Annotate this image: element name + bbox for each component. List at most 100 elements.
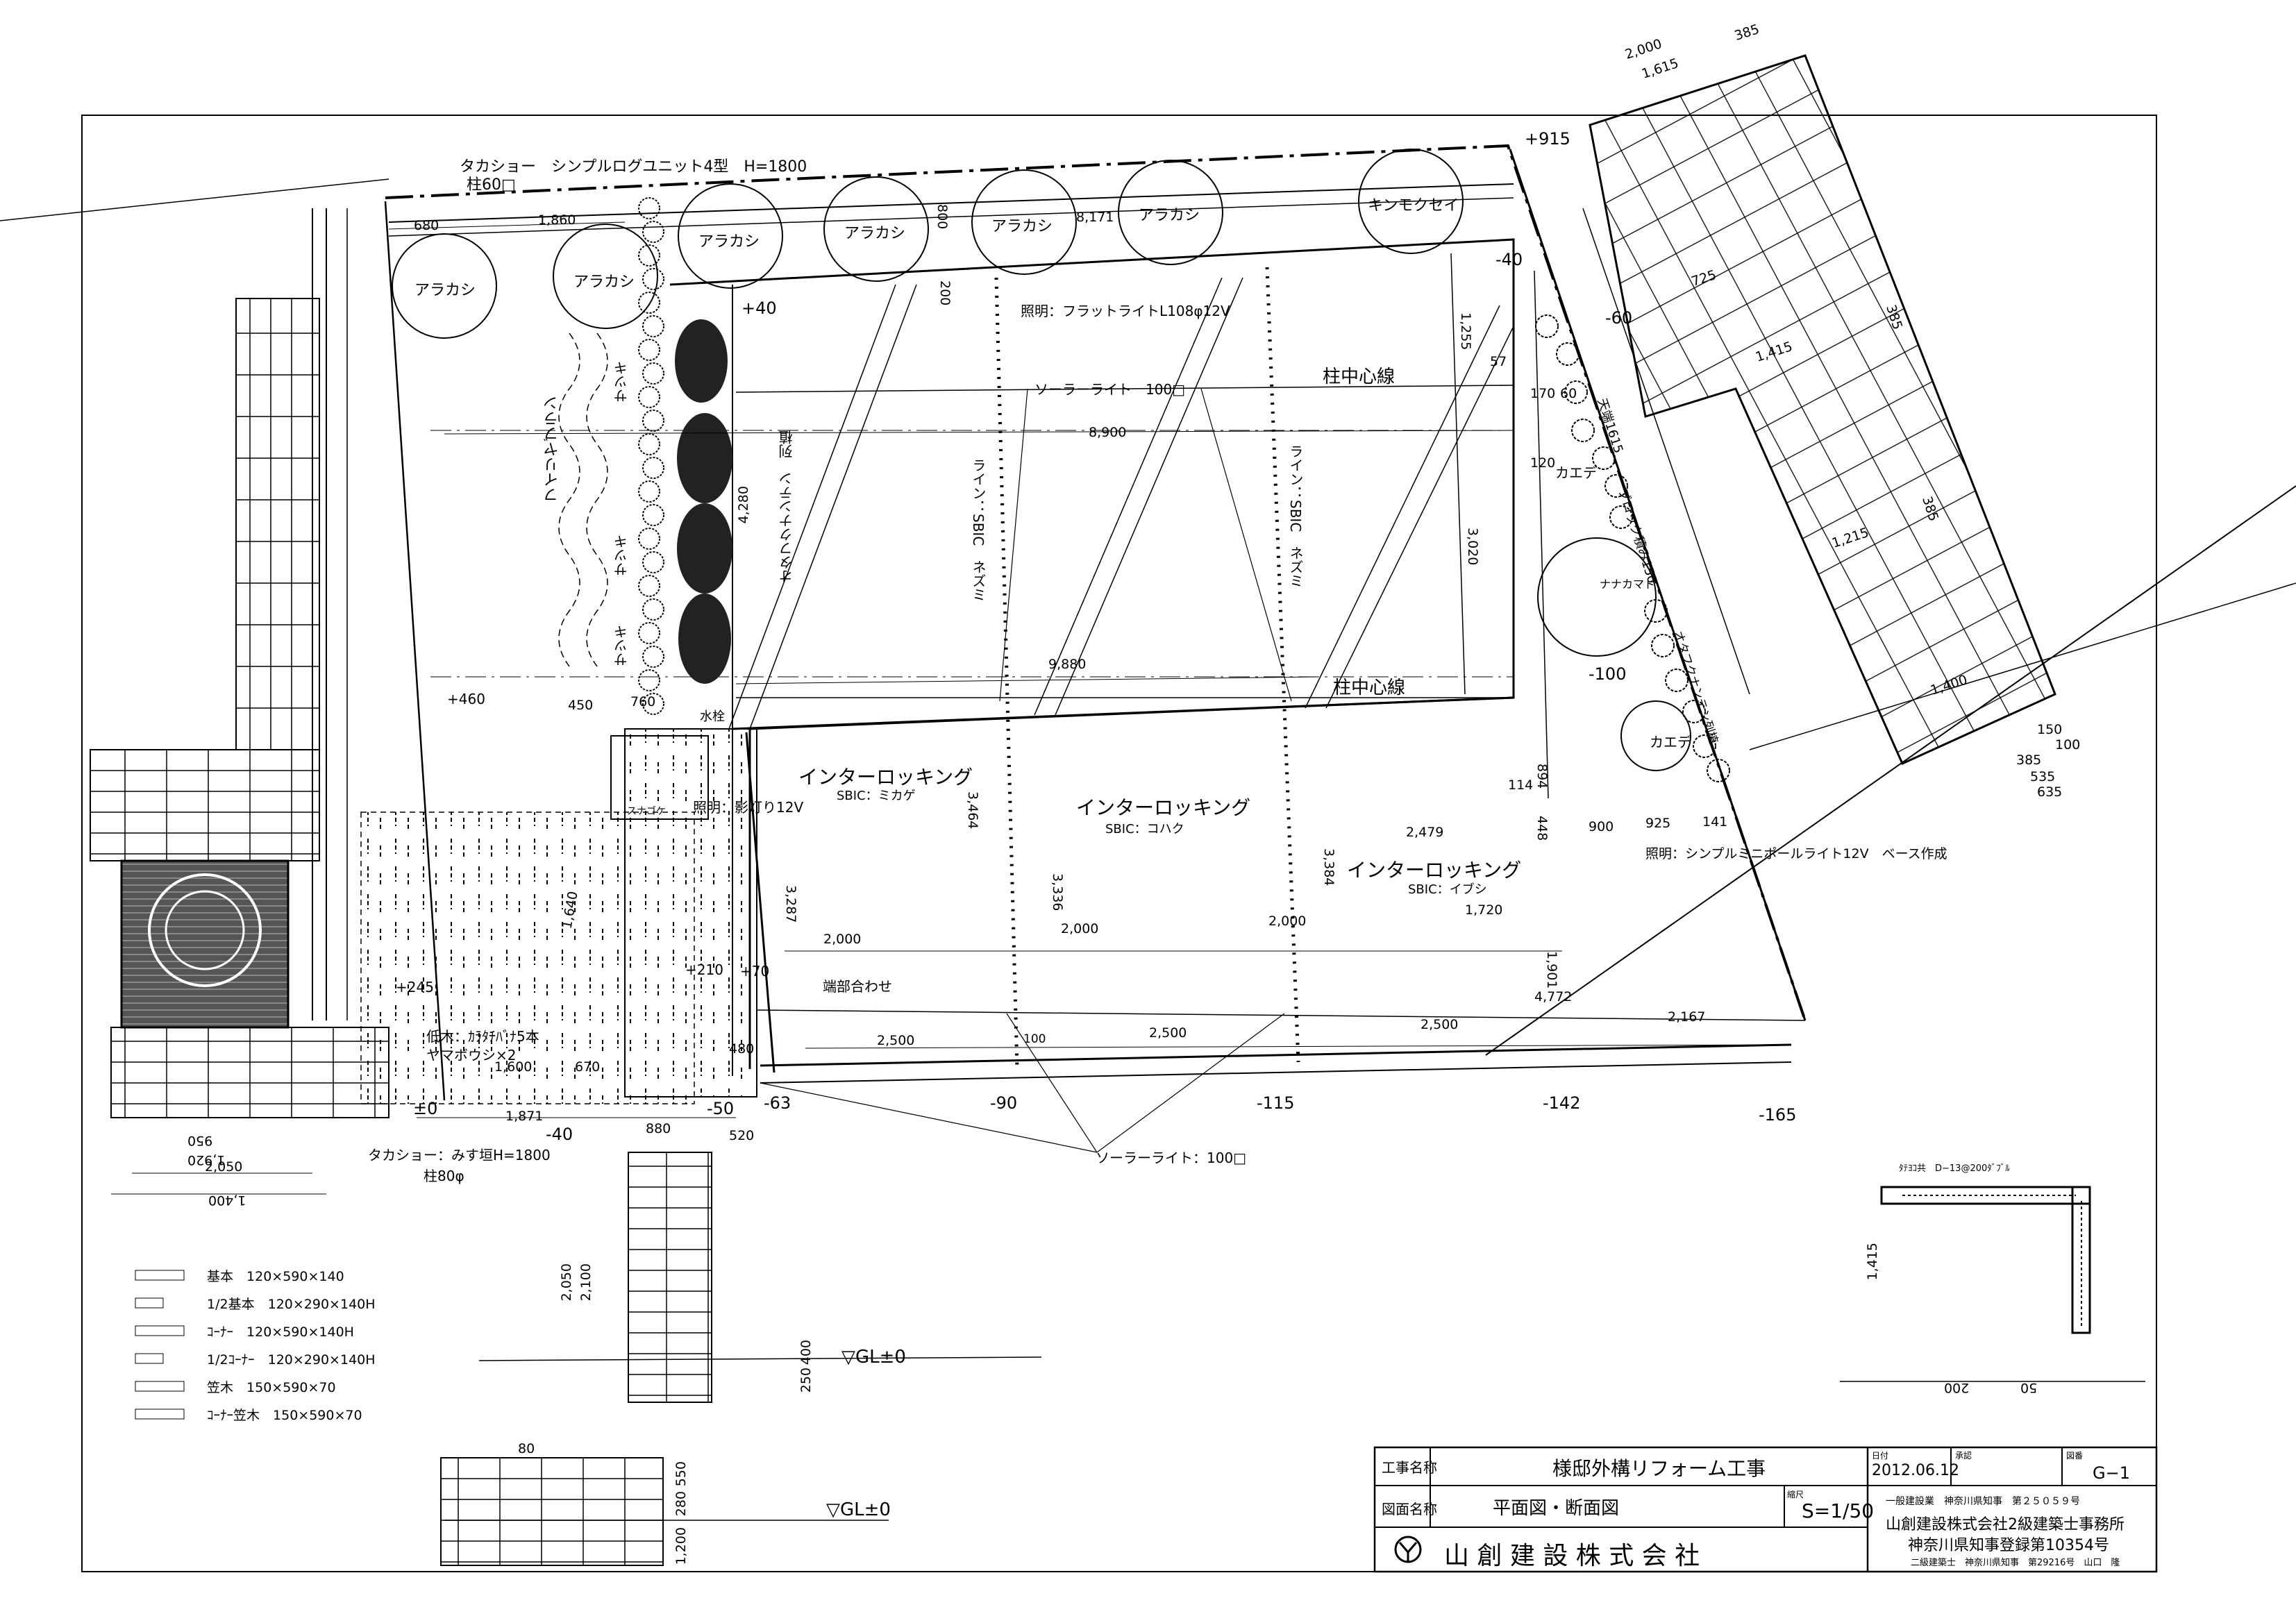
dim-label: 2,000 [1061,921,1099,936]
interlock-sub: SBIC：コハク [1105,822,1184,836]
level-label: -165 [1759,1105,1797,1125]
fence-note: タカショー：みす垣H=1800 [368,1147,551,1163]
dimension-lines [111,221,1792,1195]
groundcover [558,333,608,667]
interlock-label: インターロッキング [1347,859,1522,882]
level-label: -142 [1543,1093,1581,1113]
shrub-icon [1682,700,1706,723]
shrub-icon [1644,599,1668,623]
dim-label: 894 [1534,764,1550,789]
dim-label: 385 [2016,752,2042,768]
plant-label: サツキ [613,361,630,403]
dim-label: 448 [1534,816,1550,841]
plant-label: オタフクナンテン 列植 [778,430,795,583]
dim-label: 880 [646,1121,671,1136]
dim-label: 1,615 [1639,56,1681,82]
dim-label: 450 [568,698,594,713]
gl-label: ▽GL±0 [841,1347,906,1368]
solar-light-label: ソーラーライト 100□ [1034,381,1186,398]
guide-line [0,178,389,221]
center-line-label: 柱中心線 [1323,367,1396,387]
dim-label: 3,384 [1321,848,1336,886]
license-line: 山創建設株式会社2級建築士事務所 [1886,1516,2125,1533]
shrub-icon [638,197,660,219]
dim-label: 100 [2055,737,2081,752]
shrub-icon [1665,668,1689,692]
right-structures [1509,149,1807,1021]
deck-area [430,238,1806,1084]
dim-label: 100 [1023,1032,1046,1046]
dim-label: 1,720 [1465,902,1503,918]
tree-label: キンモクセイ [1368,197,1459,215]
plant-label: オタフクナンテン列植 [1670,629,1720,746]
level-label: +915 [1525,129,1570,149]
house-wall [90,208,389,1118]
shrub-icon [642,362,664,385]
title-block [1373,1446,2158,1573]
light-label: 照明：影灯り12V [693,799,804,816]
dim-label: 385 [1919,494,1942,523]
interlock-sub: SBIC：イブシ [1408,882,1487,897]
tree-circle [392,233,497,339]
legend-item: 1/2基本 120×290×140H [207,1297,376,1312]
dim-label: 114 [1508,777,1534,793]
front-brick-wall [628,1152,712,1403]
shrub-icon [1571,419,1595,442]
tiled-platform [1589,54,2056,765]
shrub-icon [638,386,660,408]
scale-value: S=1/50 [1802,1499,1875,1522]
project-value: 様邸外構リフォーム工事 [1552,1457,1766,1480]
shrub-icon [638,339,660,361]
dim-label: 1,415 [1865,1243,1880,1281]
dim-label: 1,400 [208,1193,246,1208]
ground-line [478,1356,1042,1361]
dim-label: 385 [1732,21,1761,44]
dim-label: 8,900 [1089,425,1127,440]
dim-label: 3,336 [1050,873,1065,911]
level-label: +70 [740,963,770,979]
plant-label: ブロック積み150 [1615,487,1660,586]
drawing-value: 平面図・断面図 [1493,1498,1620,1519]
legend-item: 基本 120×590×140 [207,1269,344,1284]
shrub-icon [638,622,660,644]
date-value: 2012.06.12 [1872,1462,1959,1479]
dim-label: 1,200 [673,1527,689,1565]
gl-label: ▽GL±0 [826,1499,891,1520]
tree-label: アラカシ [573,274,635,291]
shrub-icon [642,315,664,337]
shrub-icon [642,646,664,668]
legend-swatches [135,1270,185,1420]
level-label: -90 [990,1093,1018,1113]
tree-circle [553,224,658,329]
dim-label: 4,772 [1534,989,1573,1004]
moss-label: スナゴケ [627,806,666,817]
shrub-icon [1651,634,1675,657]
dim-label: 2,167 [1668,1009,1706,1025]
stone-paving [624,728,757,1098]
dim-label: 280 [673,1491,689,1517]
shrub-icon [642,504,664,526]
center-line-label: 柱中心線 [1333,678,1406,698]
dim-label: 1,255 [1458,312,1473,351]
dim-label: 900 [1589,819,1614,834]
guide-line [1485,485,2296,1056]
level-label: -115 [1257,1093,1295,1113]
dim-label: 8,171 [1076,210,1114,225]
plant-label: サツキ [613,535,630,576]
planting-note: ヤマボウシ×2 [426,1047,517,1063]
dim-label: 385 [1883,303,1906,332]
tree-circle [1358,149,1464,254]
legend-item: 1/2ｺｰﾅｰ 120×290×140H [207,1352,376,1368]
checker-label: 承認 [1955,1451,1972,1461]
license-line: 神奈川県知事登録第10354号 [1908,1537,2109,1554]
dim-label: 2,100 [578,1263,594,1302]
dim-label: 950 [187,1133,213,1148]
legend-item: ｺｰﾅｰ 120×590×140H [207,1325,354,1340]
plant-label: サツキ [613,625,630,666]
shrub-icon [638,528,660,550]
dim-label: 120 [1530,455,1556,471]
property-boundary [385,144,1807,1021]
dim-label: 760 [630,694,656,709]
dim-label: 170 [1530,386,1556,401]
dim-label: 1,640 [559,890,581,930]
